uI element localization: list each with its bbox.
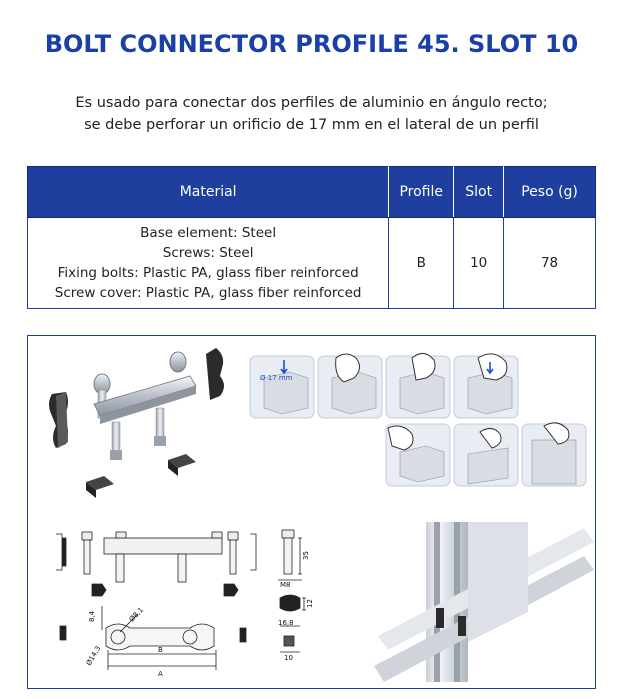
material-line: Fixing bolts: Plastic PA, glass fiber re… — [57, 265, 359, 281]
cell-slot: 10 — [453, 217, 505, 309]
exploded-view — [49, 348, 224, 498]
cell-weight: 78 — [503, 217, 596, 309]
header-slot: Slot — [453, 166, 505, 218]
material-line: Screws: Steel — [162, 245, 254, 261]
dim-b: B — [158, 646, 163, 654]
cell-material: Base element: Steel Screws: Steel Fixing… — [26, 217, 390, 309]
dim-16-8: 16,8 — [278, 619, 294, 627]
description-line-2: se debe perforar un orificio de 17 mm en… — [84, 117, 539, 133]
installed-render — [374, 522, 594, 682]
description: Es usado para conectar dos perfiles de a… — [0, 92, 623, 136]
assembly-steps: Ø 17 mm — [249, 353, 587, 487]
header-weight: Peso (g) — [503, 166, 596, 218]
product-figure: Ø 17 mm — [27, 335, 596, 689]
cell-profile: B — [388, 217, 455, 309]
bolt-detail — [278, 529, 306, 653]
dim-a: A — [158, 670, 163, 678]
header-material: Material — [26, 166, 390, 218]
dim-m8: M8 — [280, 581, 291, 589]
dim-35: 35 — [302, 551, 310, 560]
table-row: Base element: Steel Screws: Steel Fixing… — [26, 217, 596, 309]
table-header-row: Material Profile Slot Peso (g) — [26, 166, 596, 218]
material-line: Base element: Steel — [140, 225, 277, 241]
dim-8-4: 8,4 — [88, 610, 96, 622]
product-illustration: Ø 17 mm — [49, 348, 594, 682]
dim-12: 12 — [306, 599, 314, 608]
header-profile: Profile — [388, 166, 455, 218]
technical-drawing — [56, 531, 257, 670]
drill-label: Ø 17 mm — [260, 374, 293, 382]
dim-10: 10 — [284, 654, 293, 662]
dim-14-3: Ø14,3 — [85, 645, 102, 667]
material-line: Screw cover: Plastic PA, glass fiber rei… — [54, 285, 362, 301]
description-line-1: Es usado para conectar dos perfiles de a… — [75, 95, 548, 111]
bolt-detail-labels: 35 M8 12 16,8 10 — [278, 551, 314, 662]
spec-table: Material Profile Slot Peso (g) Base elem… — [26, 166, 596, 309]
page-title: BOLT CONNECTOR PROFILE 45. SLOT 10 — [44, 30, 579, 58]
dim-8-1: Ø8,1 — [128, 606, 145, 623]
